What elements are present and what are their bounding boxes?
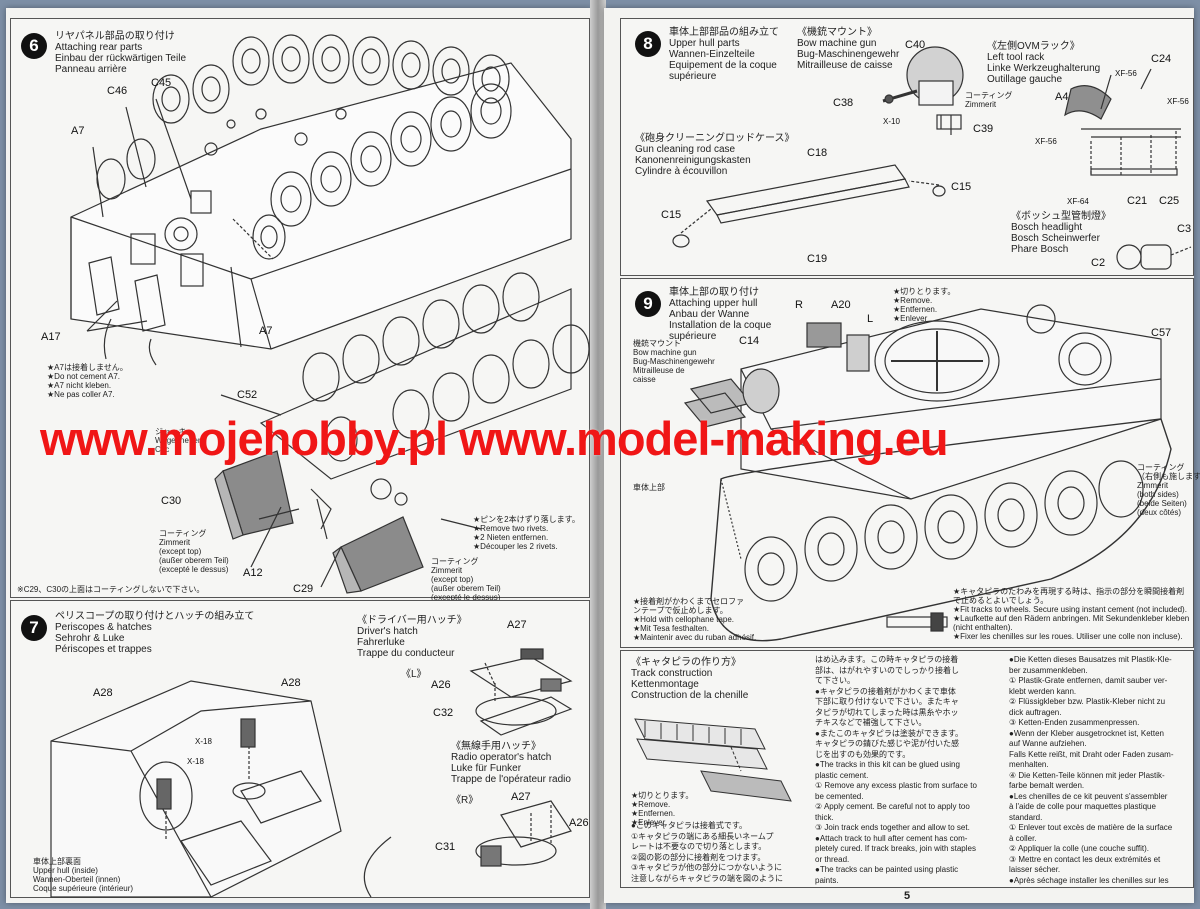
label-c3: C3 [1177,223,1192,235]
label-c15-right: C15 [951,181,972,193]
step9-remove-note: ★切りとります。★Remove.★Entfernen.★Enlever [893,287,956,323]
label-c45: C45 [151,77,172,89]
watermark: www.mojehobby.pl www.model-making.eu [40,412,949,465]
label-c15-left: C15 [661,209,682,221]
label-c46: C46 [107,85,128,97]
step6-number: 6 [21,33,47,59]
label-a20: A20 [831,299,851,311]
step8-number: 8 [635,31,661,57]
label-a28-right: A28 [281,677,301,689]
track-remove-note: ★切りとります。★Remove.★Entfernen.★Enlever [631,791,694,827]
step6-diagram [70,34,590,594]
page-number: 5 [904,890,911,902]
label-c32: C32 [433,707,454,719]
track-instructions-de-fr: ●Die Ketten dieses Bausatzes mit Plastik… [1009,655,1174,885]
step9-tape-note: ★接着剤がかわくまでセロファンテープで仮止めします。★Hold with cel… [633,597,757,642]
label-xf56-b: XF-56 [1167,97,1189,106]
label-a7-top: A7 [71,125,85,137]
label-x18-a: X-18 [195,737,212,746]
step9-diagram [683,304,1172,642]
label-c40: C40 [905,39,926,51]
step7-number: 7 [21,615,47,641]
label-a7-bottom: A7 [259,325,273,337]
step9-sag-note: ★キャタピラのたわみを再現する時は、指示の部分を瞬間接着剤で止めるとよいでしょう… [953,587,1190,641]
label-c19: C19 [807,253,828,265]
label-c2: C2 [1091,257,1106,269]
label-x18-b: X-18 [187,757,204,766]
label-a17: A17 [41,331,61,343]
label-c52: C52 [237,389,258,401]
step6-footnote: ※C29、C30の上面はコーティングしないで下さい。 [17,585,205,594]
book-gutter [590,0,606,909]
step9-hull-up-label: 車体上部 [633,483,665,492]
step7-diagram [50,648,573,898]
track-instructions-jp-en: はめ込みます。この時キャタピラの接着部は、はがれやすいのでしっかり接着して下さい… [815,655,977,885]
label-c57: C57 [1151,327,1172,339]
label-a27-bottom: A27 [511,791,531,803]
label-c18: C18 [807,147,828,159]
label-a4: A4 [1055,91,1069,103]
label-c25: C25 [1159,195,1180,207]
step8-diagram [672,46,1192,270]
step9-number: 9 [635,291,661,317]
label-c24: C24 [1151,53,1172,65]
label-x10: X-10 [883,117,900,126]
track-instructions-jp: ●このキャタピラは接着式です。①キャタピラの端にある細長いネームプレートは不要な… [631,821,783,883]
label-a26-top: A26 [431,679,451,691]
label-c29: C29 [293,583,314,595]
step7-r-mark: 《R》 [451,795,479,806]
label-a12: A12 [243,567,263,579]
label-xf64: XF-64 [1067,197,1089,206]
track-diagram [634,718,792,802]
label-a26-bottom: A26 [569,817,589,829]
label-r: R [795,299,803,311]
label-c39: C39 [973,123,994,135]
label-a28-left: A28 [93,687,113,699]
step9-coating: コーティング（右側も施します。）Zimmerit(both sides)(bei… [1137,463,1200,517]
label-c30: C30 [161,495,182,507]
step6-rivets-note: ★ピンを2本けずり落します。★Remove two rivets.★2 Niet… [473,515,580,551]
label-l: L [867,313,874,325]
label-c14: C14 [739,335,760,347]
label-c31: C31 [435,841,456,853]
label-c38: C38 [833,97,854,109]
step7-l-mark: 《L》 [401,669,427,680]
label-xf56-c: XF-56 [1035,137,1057,146]
label-c21: C21 [1127,195,1148,207]
label-xf56-a: XF-56 [1115,69,1137,78]
step6-note-a7: ★A7は接着しません。★Do not cement A7.★A7 nicht k… [47,363,128,399]
label-a27-top: A27 [507,619,527,631]
